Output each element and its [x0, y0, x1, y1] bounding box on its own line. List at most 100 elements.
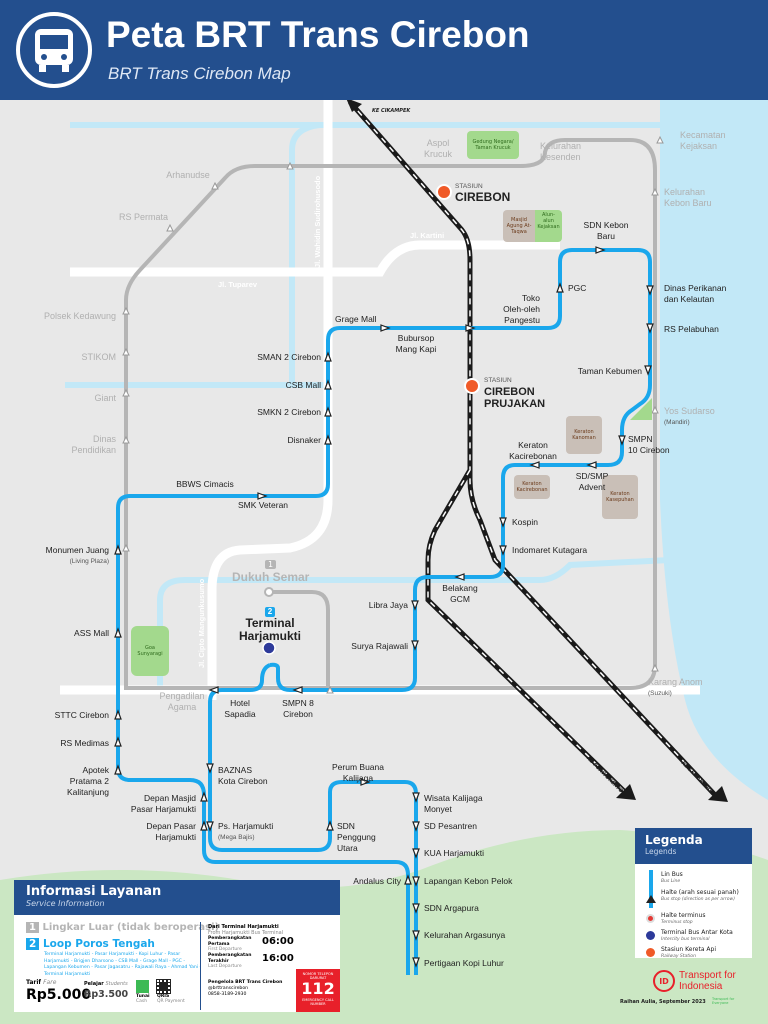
stop-label-polsek[interactable]: Polsek Kedawung [44, 311, 116, 322]
stop-label-sd_pes[interactable]: SD Pesantren [424, 821, 477, 832]
stop-label-ass[interactable]: ASS Mall [74, 628, 109, 639]
stop-label-surya[interactable]: Surya Rajawali [351, 641, 408, 652]
stop-label[interactable]: Monumen Juang(Living Plaza) [46, 545, 109, 567]
route-1-info[interactable]: 1 Lingkar Luar (tidak beroperasi) [26, 922, 219, 933]
stop-name: BAZNAS [218, 765, 253, 775]
stop-label-kua[interactable]: KUA Harjamukti [424, 848, 484, 859]
stop-label-sman2[interactable]: SMAN 2 Cirebon [257, 352, 321, 363]
stop-label-kopi[interactable]: Pertigaan Kopi Luhur [424, 958, 504, 969]
stop-label[interactable]: Yos Sudarso(Mandiri) [664, 406, 715, 428]
stop-label-arhanudse[interactable]: Arhanudse [166, 170, 210, 181]
stop-name: Advent [578, 482, 606, 492]
park-triangle [630, 398, 652, 420]
route-2-name: Loop Poros Tengah [42, 938, 155, 950]
bus-stop-arrow-icon [499, 545, 507, 556]
line-1-stop-icon [211, 181, 219, 190]
stop-name: Monyet [424, 804, 452, 814]
bus-stop-arrow-icon [465, 324, 476, 332]
partner-logo: Transport for Everyone [712, 997, 735, 1005]
bus-stop-arrow-icon [411, 600, 419, 611]
stop-label-andalus[interactable]: Andalus City [353, 876, 401, 887]
stop-label[interactable]: Ps. Harjamukti(Mega Bajis) [218, 821, 273, 843]
bus-stop-arrow-icon [556, 282, 564, 293]
stop-label-lapangan[interactable]: Lapangan Kebon Pelok [424, 876, 512, 887]
stop-name: Utara [337, 843, 358, 853]
station-cirebon-icon [436, 184, 452, 200]
stop-label-grage[interactable]: Grage Mall [335, 314, 377, 325]
stop-label-smkn2[interactable]: SMKN 2 Cirebon [257, 407, 321, 418]
stop-label-stikom[interactable]: STIKOM [81, 352, 116, 363]
stop-label-rs_permata[interactable]: RS Permata [119, 212, 168, 223]
stop-label-libra[interactable]: Libra Jaya [369, 600, 408, 611]
header: Peta BRT Trans Cirebon BRT Trans Cirebon… [0, 0, 768, 100]
railway-station-icon [646, 948, 655, 957]
qris-icon [156, 979, 171, 994]
bus-stop-arrow-icon [200, 820, 208, 831]
stop-name: Giant [94, 393, 116, 403]
stop-label-giant[interactable]: Giant [94, 393, 116, 404]
stop-label-medimas[interactable]: RS Medimas [60, 738, 109, 749]
bus-stop-arrow-icon [412, 821, 420, 832]
stop-label-csb[interactable]: CSB Mall [286, 380, 321, 391]
social-handle[interactable]: @brttranscirebon [208, 986, 249, 991]
phone-number[interactable]: 0858-3189-2930 [208, 992, 247, 997]
stop-name: Kesenden [540, 152, 581, 162]
stop-name: Oleh-oleh [503, 304, 540, 314]
line-1-stop-icon [651, 405, 659, 414]
stop-name: Libra Jaya [368, 600, 408, 610]
route-2-info[interactable]: 2 Loop Poros Tengah [26, 938, 155, 950]
rail-label-north: KE CIKAMPEK [372, 108, 411, 114]
stop-label-smk_vet[interactable]: SMK Veteran [238, 500, 288, 511]
stop-name: Kelurahan Argasunya [424, 930, 506, 940]
bus-stop-arrow-icon [646, 323, 654, 334]
stop-label-taman[interactable]: Taman Kebumen [578, 366, 642, 377]
stop-name: Dinas Perikanan [664, 283, 727, 293]
stop-label-pgc[interactable]: PGC [568, 283, 586, 294]
stop-name: Arhanudse [166, 170, 210, 180]
stop-label[interactable]: Karang Anom(Suzuki) [648, 677, 703, 699]
stop-label-kospin[interactable]: Kospin [512, 517, 538, 528]
stop-label-bbws[interactable]: BBWS Cimacis [176, 479, 234, 490]
line-1-stop-icon [656, 135, 664, 144]
road-label-cipto: Jl. Cipto Mangunkusumo [197, 578, 206, 668]
bus-stop-arrow-icon [208, 686, 219, 694]
stop-label-indomaret[interactable]: Indomaret Kutagara [512, 545, 587, 556]
route-1-name: Lingkar Luar (tidak beroperasi) [42, 922, 220, 933]
bus-stop-arrow-icon [360, 778, 371, 786]
stop-label-disnaker[interactable]: Disnaker [287, 435, 321, 446]
stop-name: dan Kelautan [664, 294, 715, 304]
stop-label-sttc[interactable]: STTC Cirebon [55, 710, 109, 721]
stop-label-sdn_arg[interactable]: SDN Argapura [424, 903, 479, 914]
stop-label-kel_arg[interactable]: Kelurahan Argasunya [424, 930, 505, 941]
bus-stop-arrow-icon [454, 573, 465, 581]
line-2-path [116, 248, 652, 975]
stop-label-rs_pel[interactable]: RS Pelabuhan [664, 324, 719, 335]
stop-name: Kalitanjung [66, 787, 109, 797]
